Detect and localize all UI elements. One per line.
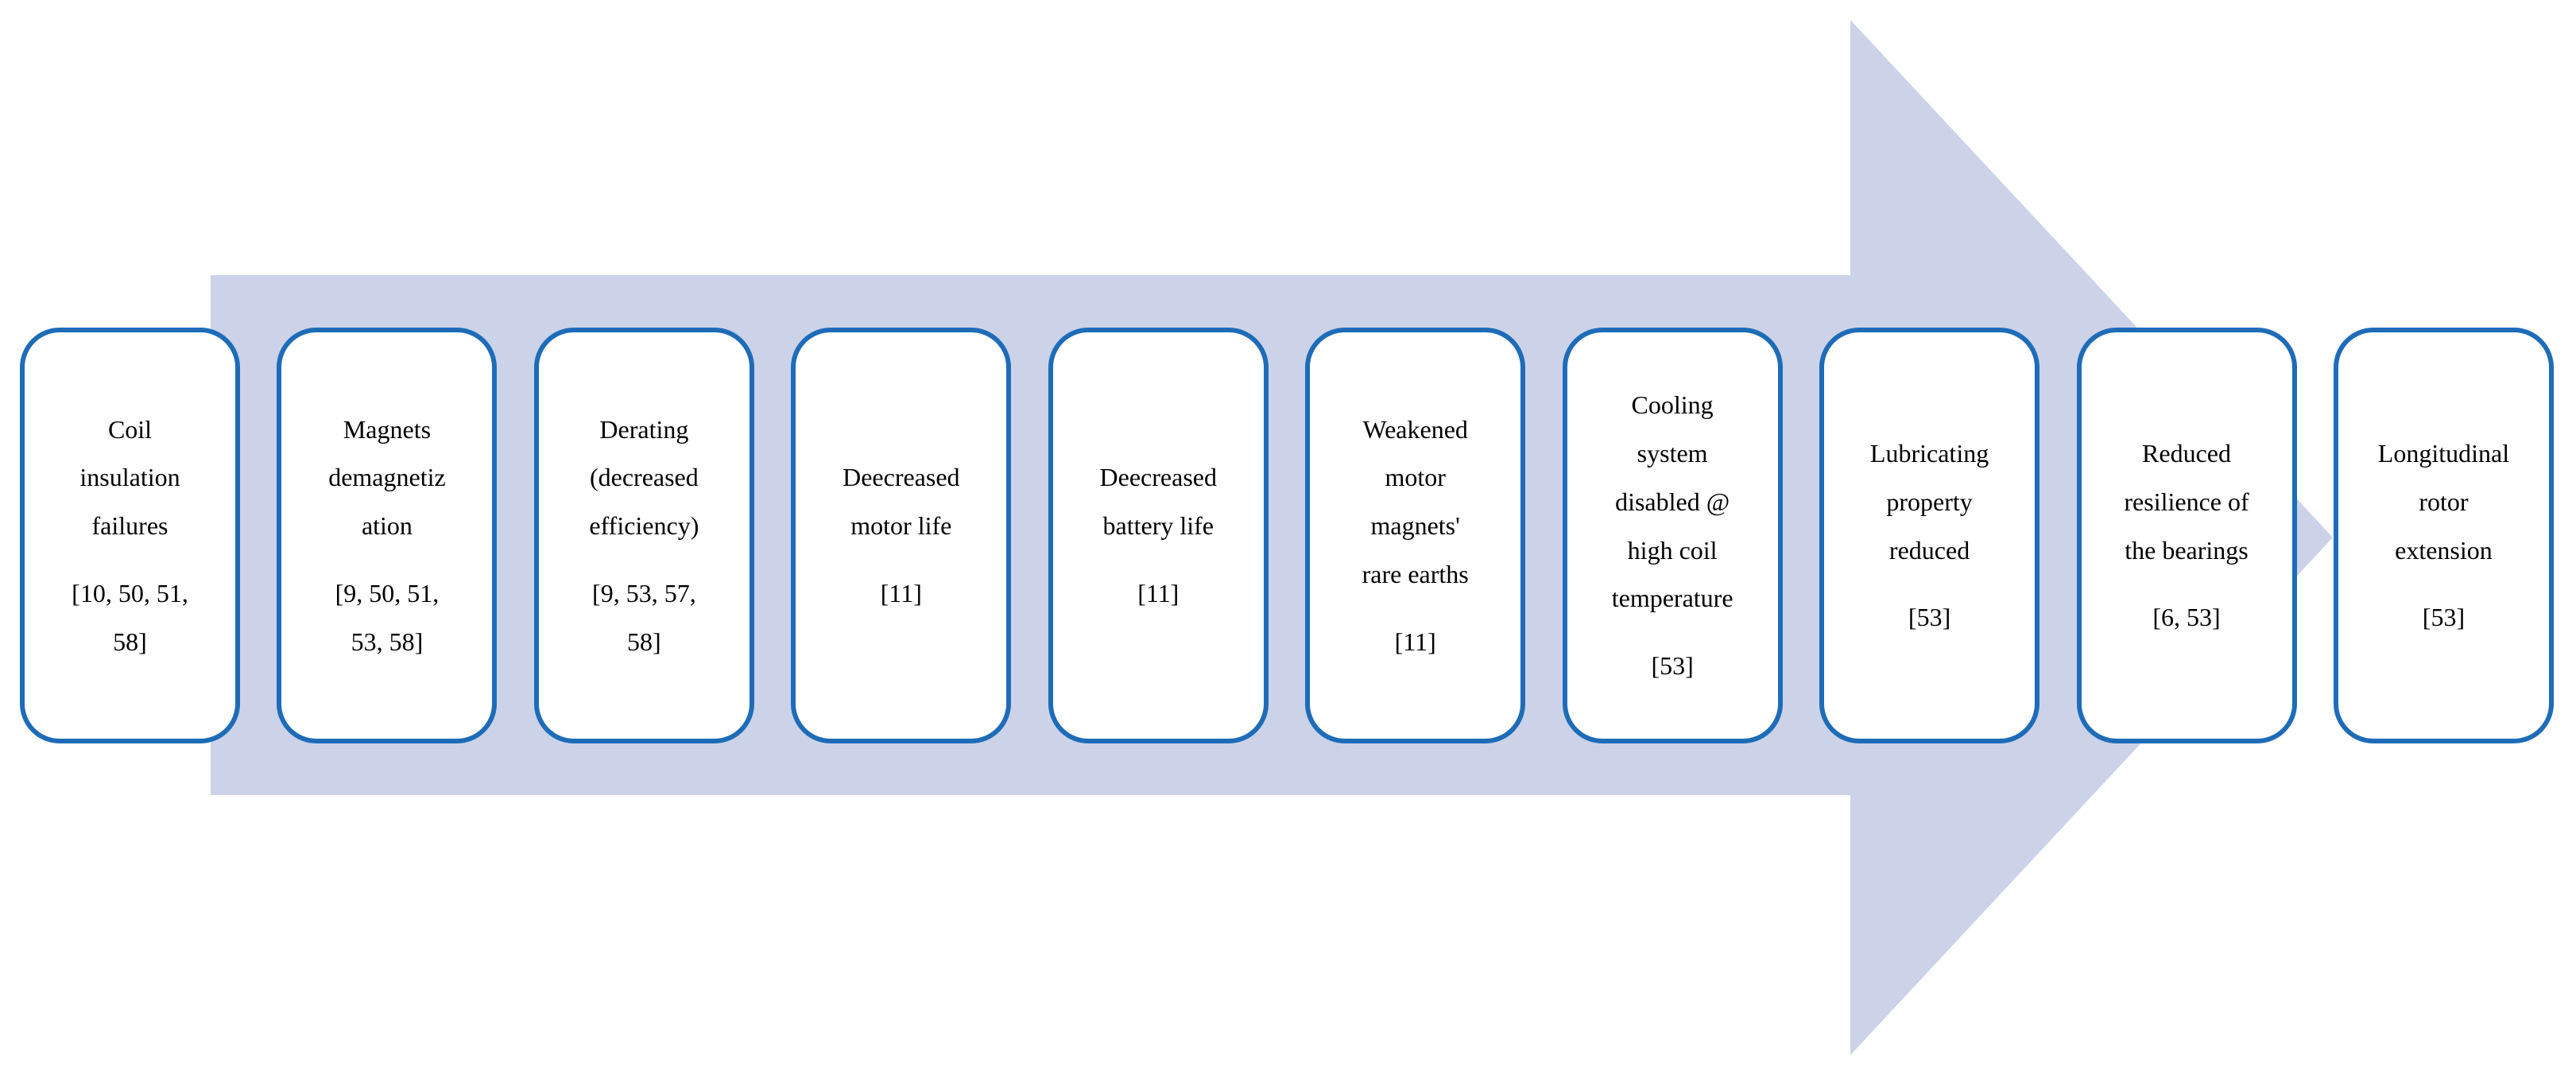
effect-citation: [53] — [2422, 603, 2466, 632]
effect-label: Deecreased motor life — [843, 463, 960, 541]
effect-label: Magnets demagnetiz ation — [328, 414, 446, 541]
effect-label: Longitudinal rotor extension — [2377, 438, 2510, 565]
effect-citation: [6, 53] — [2152, 603, 2221, 632]
effect-label: Deecreased battery life — [1099, 463, 1217, 541]
effect-box-2: Magnets demagnetiz ation [9, 50, 51, 53,… — [277, 328, 498, 743]
effect-label: Cooling system disabled @ high coil temp… — [1611, 390, 1733, 613]
effect-box-row: Coil insulation failures [10, 50, 51, 58… — [20, 328, 2554, 743]
effect-box-7: Cooling system disabled @ high coil temp… — [1562, 328, 1783, 743]
effect-box-9: Reduced resilience of the bearings [6, 5… — [2076, 328, 2297, 743]
effect-box-5: Deecreased battery life [11] — [1048, 328, 1269, 743]
effect-citation: [11] — [1394, 627, 1436, 656]
effect-box-4: Deecreased motor life [11] — [791, 328, 1012, 743]
effect-label: Derating (decreased efficiency) — [589, 414, 699, 541]
effect-citation: [53] — [1651, 651, 1694, 681]
effect-label: Reduced resilience of the bearings — [2124, 438, 2249, 565]
right-arrow-shape — [211, 20, 2333, 1055]
effect-box-6: Weakened motor magnets' rare earths [11] — [1305, 328, 1526, 743]
effect-box-3: Derating (decreased efficiency) [9, 53, … — [533, 328, 754, 743]
effect-citation: [11] — [1137, 578, 1180, 607]
effect-citation: [9, 50, 51, 53, 58] — [335, 578, 440, 656]
effect-box-8: Lubricating property reduced [53] — [1819, 328, 2040, 743]
effect-label: Lubricating property reduced — [1869, 438, 1989, 565]
effect-citation: [11] — [880, 578, 922, 607]
effect-citation: [53] — [1908, 603, 1951, 632]
effect-citation: [9, 53, 57, 58] — [592, 578, 696, 656]
effect-box-1: Coil insulation failures [10, 50, 51, 58… — [20, 328, 240, 743]
effect-box-10: Longitudinal rotor extension [53] — [2333, 328, 2554, 743]
effect-label: Weakened motor magnets' rare earths — [1362, 414, 1469, 588]
effect-label: Coil insulation failures — [79, 414, 180, 541]
effect-citation: [10, 50, 51, 58] — [72, 578, 188, 656]
